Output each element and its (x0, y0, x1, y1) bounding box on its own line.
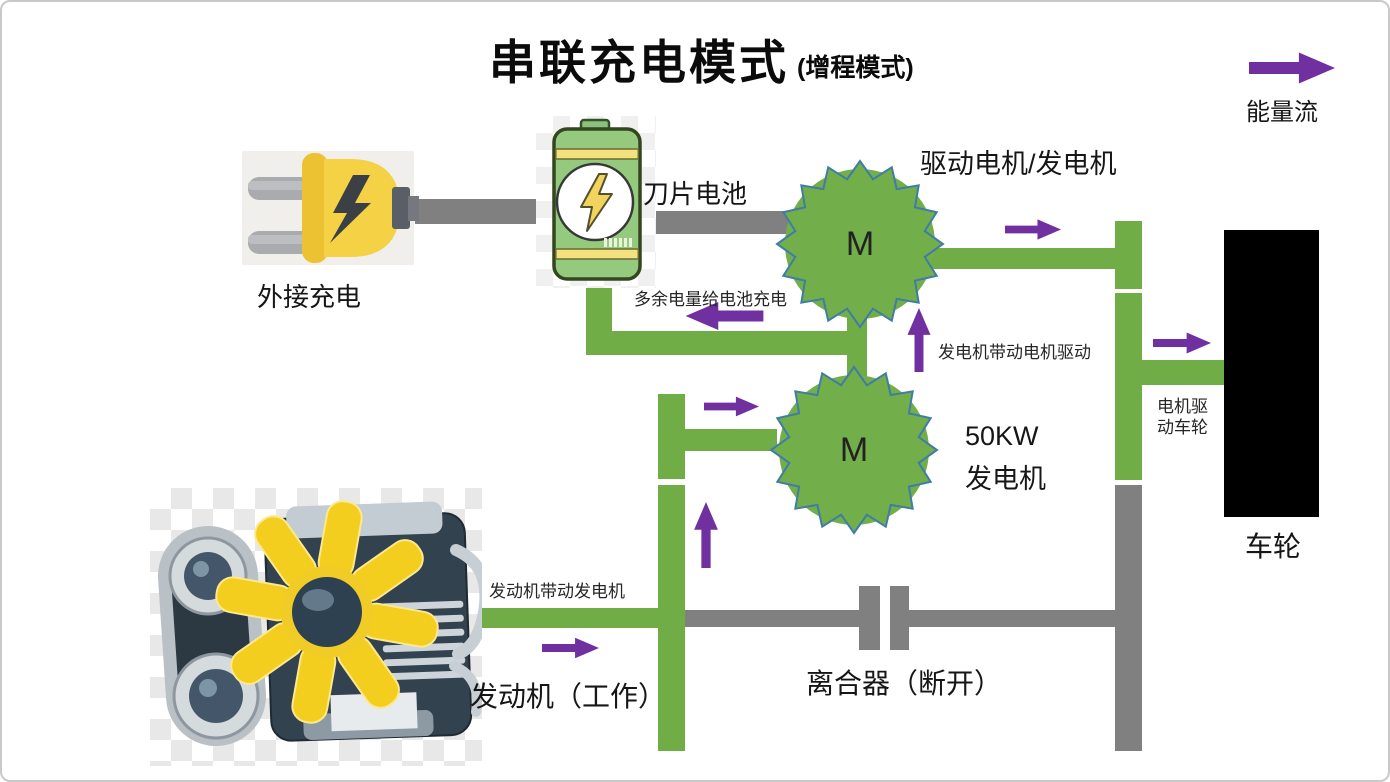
energy-flow-arrow-icon (1249, 52, 1335, 84)
engine-icon (158, 500, 482, 746)
engine-up-arrow-icon (694, 502, 718, 568)
charge-battery-label: 多余电量给电池充电 (634, 290, 787, 309)
generator-symbol: M (839, 430, 869, 469)
clutch-plate-right (890, 586, 909, 650)
generator-name-label: 发电机 (965, 464, 1046, 494)
energy-flow-label: 能量流 (1246, 99, 1318, 126)
clutch-plate-left (859, 586, 880, 650)
engine-drives-gen-label: 发动机带动发电机 (489, 582, 625, 601)
page-title: 串联充电模式 (489, 36, 789, 89)
bus-battery-horizontal (586, 331, 849, 355)
bus-wheel-link (1115, 360, 1224, 385)
gen-drives-motor-arrow-icon (907, 308, 931, 372)
drive-motor-symbol: M (845, 224, 875, 263)
engine-output-arrow-icon (542, 637, 599, 659)
engine-label: 发动机（工作） (470, 681, 667, 712)
motor-drives-wheel-label: 电机驱 动车轮 (1157, 396, 1208, 438)
fan-blades (215, 500, 439, 724)
wheel-label: 车轮 (1245, 531, 1302, 562)
bus-right-gray (1115, 485, 1142, 751)
bus-motor-output (927, 248, 1142, 269)
battery-icon (552, 118, 642, 281)
clutch-bar-left (685, 610, 859, 627)
external-charge-label: 外接充电 (257, 282, 362, 312)
clutch-label: 离合器（断开） (806, 668, 1003, 699)
wheel-block (1224, 230, 1319, 517)
drive-motor-label: 驱动电机/发电机 (920, 149, 1117, 179)
clutch-bar-right (909, 610, 1116, 627)
bus-right-main (1115, 293, 1142, 480)
bus-right-top (1115, 221, 1142, 289)
title-block: 串联充电模式 (增程模式) (489, 24, 914, 93)
bus-engine-riser-bottom (658, 485, 685, 751)
charge-battery-arrow-icon (685, 302, 764, 330)
generator-power-label: 50KW (965, 421, 1039, 451)
generator-gear: M (769, 365, 939, 535)
bus-engine-riser-top (658, 394, 685, 479)
drive-motor-gear: M (775, 159, 945, 329)
wire-plug-to-battery (415, 199, 556, 224)
motor-drives-wheel-line1: 电机驱 (1157, 397, 1208, 416)
plug-icon (242, 151, 419, 265)
battery-label: 刀片电池 (643, 179, 748, 209)
bus-engine-output (464, 608, 660, 628)
wheel-drive-arrow-icon (1153, 332, 1211, 354)
gen-drives-motor-label: 发电机带动电机驱动 (938, 343, 1091, 362)
wire-battery-to-motor (639, 211, 804, 234)
generator-input-arrow-icon (704, 396, 759, 417)
bus-generator-input (685, 429, 777, 451)
motor-output-arrow-icon (1005, 219, 1061, 240)
motor-drives-wheel-line2: 动车轮 (1157, 418, 1208, 437)
page-subtitle: (增程模式) (797, 53, 914, 82)
